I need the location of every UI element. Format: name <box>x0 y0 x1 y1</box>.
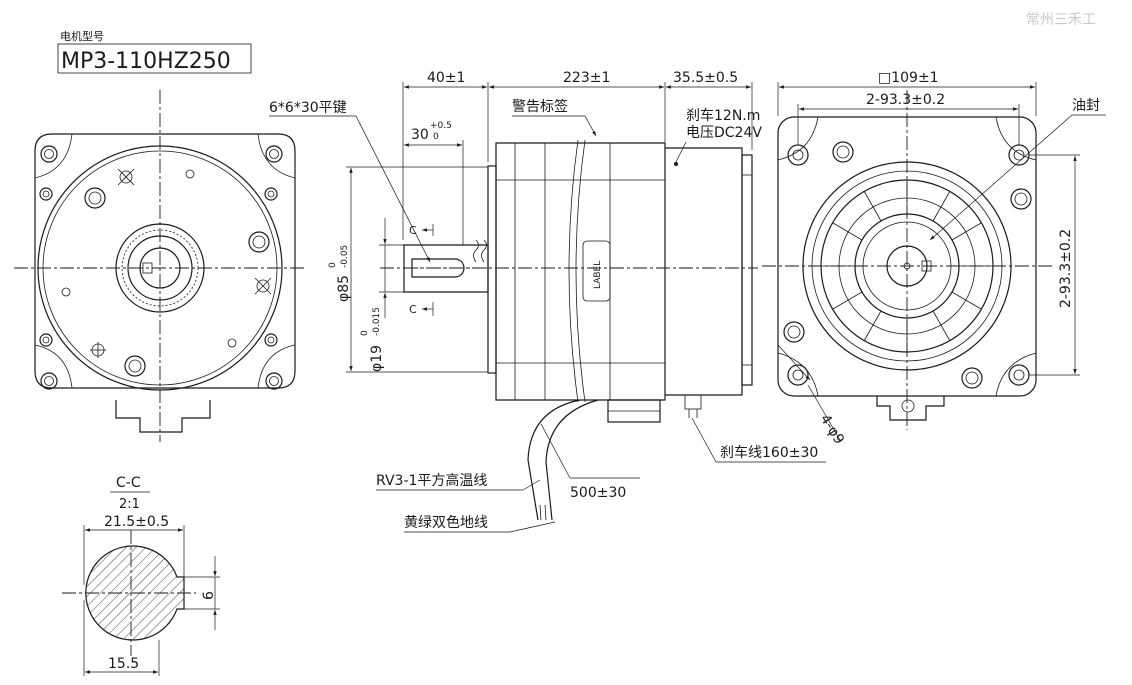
dim-shaft-tol-up: +0.5 <box>430 121 452 131</box>
cable-ground: 黄绿双色地线 <box>404 514 488 531</box>
front-screws <box>61 168 272 377</box>
oil-seal: 油封 <box>1072 98 1100 114</box>
dim-body: 223±1 <box>563 70 610 86</box>
section-scale: 2:1 <box>119 497 140 512</box>
cable-rv: RV3-1平方高温线 <box>376 472 487 489</box>
dia-flange-tol-down: -0.05 <box>340 245 350 268</box>
brake-cable: 刹车线160±30 <box>720 444 818 461</box>
dim-shaft-len: 30 <box>411 127 429 143</box>
rear-screws <box>783 141 1032 389</box>
dia-flange-tol-up: 0 <box>328 262 338 268</box>
body-label-box <box>582 240 611 302</box>
title-block: 电机型号 MP3-110HZ250 <box>57 29 252 74</box>
model-number: MP3-110HZ250 <box>61 49 231 74</box>
square-size: □109±1 <box>878 70 939 86</box>
watermark: 常州三禾工 <box>1026 12 1096 28</box>
dia-shaft-tol-up: 0 <box>360 330 370 336</box>
key-label: 6*6*30平键 <box>269 100 347 116</box>
hole-spacing-h: 2-93.3±0.2 <box>866 92 945 108</box>
dia-flange: φ85 <box>336 275 352 302</box>
cable-len: 500±30 <box>570 485 626 501</box>
section-dim-flat: 15.5 <box>108 656 139 672</box>
dim-shaft-tol-down: 0 <box>433 132 439 142</box>
model-number-box <box>57 43 252 74</box>
dia-shaft: φ19 <box>369 345 385 372</box>
dim-front: 40±1 <box>427 70 465 86</box>
side-view: LABEL 40±1 223±1 <box>269 70 826 533</box>
warning-label: 警告标签 <box>512 98 568 115</box>
svg-text:C: C <box>409 224 417 237</box>
rear-view: □109±1 2-93.3±0.2 2-93.3±0.2 油封 4-φ9 <box>762 70 1106 447</box>
section-dim-width: 21.5±0.5 <box>104 514 169 530</box>
mount-holes: 4-φ9 <box>817 412 848 448</box>
section-dim-key: 6 <box>201 591 217 600</box>
section-title: C-C <box>116 475 141 491</box>
brake-torque: 刹车12N.m <box>686 107 760 124</box>
front-view <box>14 90 306 442</box>
section-marker-top: C <box>409 224 434 237</box>
brake-voltage: 电压DC24V <box>686 125 762 141</box>
model-caption: 电机型号 <box>60 29 104 43</box>
section-view: C-C 2:1 21.5±0.5 6 15.5 <box>62 475 220 676</box>
dia-shaft-tol-down: -0.015 <box>372 307 382 336</box>
section-marker-bottom: C <box>409 302 434 316</box>
body-label: LABEL <box>593 261 603 289</box>
hole-spacing-v: 2-93.3±0.2 <box>1058 229 1074 308</box>
dim-brake: 35.5±0.5 <box>673 70 738 86</box>
svg-text:C: C <box>409 303 417 316</box>
front-corner-holes <box>39 145 283 390</box>
